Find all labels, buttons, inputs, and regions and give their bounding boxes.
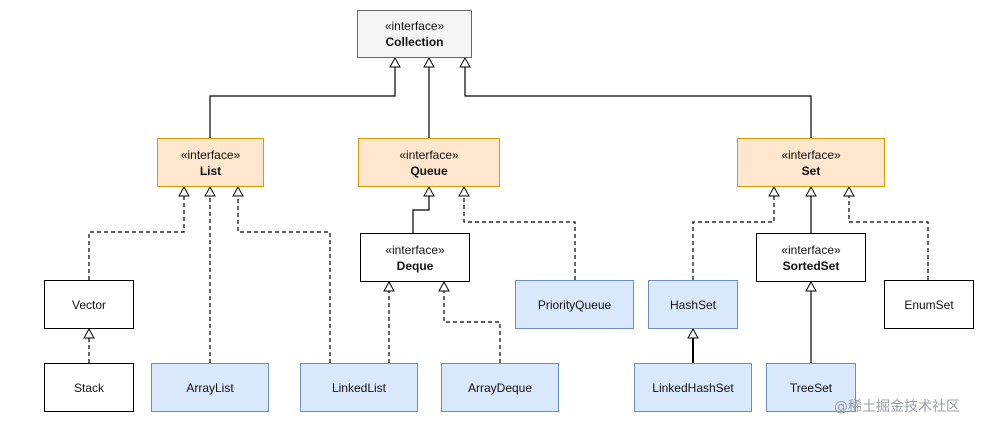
node-linkedlist: LinkedList (300, 363, 418, 412)
stereotype-label: «interface» (781, 242, 841, 257)
node-priorityqueue: PriorityQueue (515, 280, 634, 329)
watermark-text: @稀土掘金技术社区 (834, 399, 960, 415)
edge-linkedlist-list (238, 187, 331, 363)
class-name: PriorityQueue (537, 297, 612, 312)
class-name: Set (801, 163, 821, 178)
class-name: ArrayList (186, 380, 234, 395)
class-name: TreeSet (789, 380, 833, 395)
node-set: «interface» Set (737, 138, 885, 187)
node-arraylist: ArrayList (151, 363, 269, 412)
node-hashset: HashSet (648, 280, 738, 329)
class-name: Vector (71, 297, 107, 312)
class-name: Queue (410, 163, 448, 178)
stereotype-label: «interface» (180, 147, 241, 162)
class-name: Deque (396, 258, 434, 273)
stereotype-label: «interface» (781, 147, 841, 162)
node-vector: Vector (44, 280, 134, 329)
class-name: LinkedList (331, 380, 387, 395)
edge-enumset-set (849, 187, 929, 280)
stereotype-label: «interface» (384, 19, 445, 33)
class-name: EnumSet (904, 297, 954, 312)
class-name: List (199, 163, 222, 178)
class-name: SortedSet (782, 258, 840, 273)
edge-priorityqueue-queue (464, 187, 576, 280)
edge-hashset-set (692, 187, 774, 280)
class-name: ArrayDeque (467, 380, 533, 395)
node-collection: «interface» Collection (357, 10, 472, 58)
node-enumset: EnumSet (884, 280, 974, 329)
node-sortedset: «interface» SortedSet (756, 233, 866, 282)
node-list: «interface» List (157, 138, 264, 187)
class-name: Collection (385, 35, 444, 49)
node-deque: «interface» Deque (360, 233, 470, 282)
node-treeset: TreeSet (766, 363, 856, 412)
edge-list-collection (209, 58, 395, 138)
node-queue: «interface» Queue (358, 138, 500, 187)
stereotype-label: «interface» (385, 242, 445, 257)
edge-set-collection (465, 58, 812, 138)
stereotype-label: «interface» (399, 147, 459, 162)
edge-vector-list (88, 187, 184, 280)
node-stack: Stack (44, 363, 134, 412)
edge-deque-queue (412, 187, 429, 233)
class-name: LinkedHashSet (652, 380, 734, 395)
class-name: HashSet (669, 297, 717, 312)
node-linkedhashset: LinkedHashSet (634, 363, 752, 412)
node-arraydeque: ArrayDeque (441, 363, 559, 412)
edge-arraydeque-deque (444, 282, 501, 363)
class-name: Stack (73, 380, 104, 395)
